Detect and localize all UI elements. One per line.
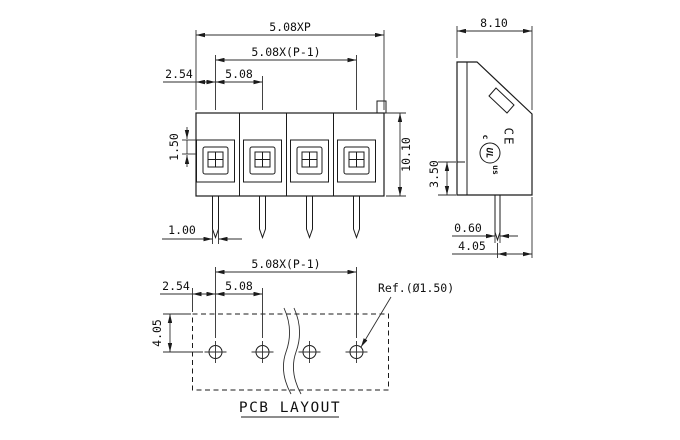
terminal-2 [243, 139, 282, 183]
dim-pitch: 5.08 [225, 67, 253, 81]
dim-pin-thickness: 0.60 [454, 221, 482, 235]
ul-suffix-us: us [491, 165, 500, 175]
dim-pitch-span: 5.08X(P-1) [251, 45, 320, 59]
hole-3 [298, 341, 321, 363]
hole-2 [251, 341, 274, 363]
dim-pin-to-edge: 4.05 [458, 239, 486, 253]
side-view: UL c us CE 8.10 3.50 0.60 [427, 16, 533, 258]
dim-pin-width: 1.00 [168, 223, 196, 237]
ul-prefix-c: c [481, 135, 490, 140]
pcb-dim-pitch: 5.08 [225, 279, 253, 293]
pcb-holes [204, 341, 368, 363]
front-view: 5.08XP 5.08X(P-1) 2.54 5.08 1.50 [162, 20, 413, 244]
front-pins [212, 196, 360, 240]
side-dimensions: 8.10 3.50 0.60 4.05 [427, 16, 533, 258]
pcb-layout-view: 5.08X(P-1) 2.54 5.08 4.05 Ref.(Ø1.50) PC… [150, 257, 454, 418]
side-body [456, 61, 533, 242]
pcb-dim-edge-to-hole: 2.54 [162, 279, 190, 293]
ul-logo-text: UL [484, 148, 494, 159]
terminal-4 [337, 139, 376, 183]
pcb-dimensions: 5.08X(P-1) 2.54 5.08 4.05 Ref.(Ø1.50) [150, 257, 454, 353]
dim-body-height: 10.10 [399, 137, 413, 172]
ref-hole-label: Ref.(Ø1.50) [378, 281, 454, 295]
terminal-1 [196, 139, 235, 183]
pcb-dim-top-to-row: 4.05 [150, 319, 164, 347]
terminal-3 [290, 139, 329, 183]
hole-1 [204, 341, 227, 363]
dim-edge-to-pole: 2.54 [165, 67, 193, 81]
ce-text: CE [502, 127, 517, 146]
front-dimensions: 5.08XP 5.08X(P-1) 2.54 5.08 1.50 [162, 20, 413, 244]
pcb-layout-title: PCB LAYOUT [239, 400, 341, 416]
dim-base-height: 3.50 [427, 160, 441, 188]
hole-4 [345, 341, 368, 363]
dim-body-width: 8.10 [480, 16, 508, 30]
pcb-dim-pitch-span: 5.08X(P-1) [251, 257, 320, 271]
dim-clamp-depth: 1.50 [167, 133, 181, 161]
ce-mark: CE [502, 127, 517, 146]
dim-pitch-total: 5.08XP [269, 20, 311, 34]
certification-marks: UL c us CE [479, 127, 517, 175]
pcb-caption: PCB LAYOUT [239, 400, 341, 418]
ul-mark: UL c us [479, 135, 501, 175]
